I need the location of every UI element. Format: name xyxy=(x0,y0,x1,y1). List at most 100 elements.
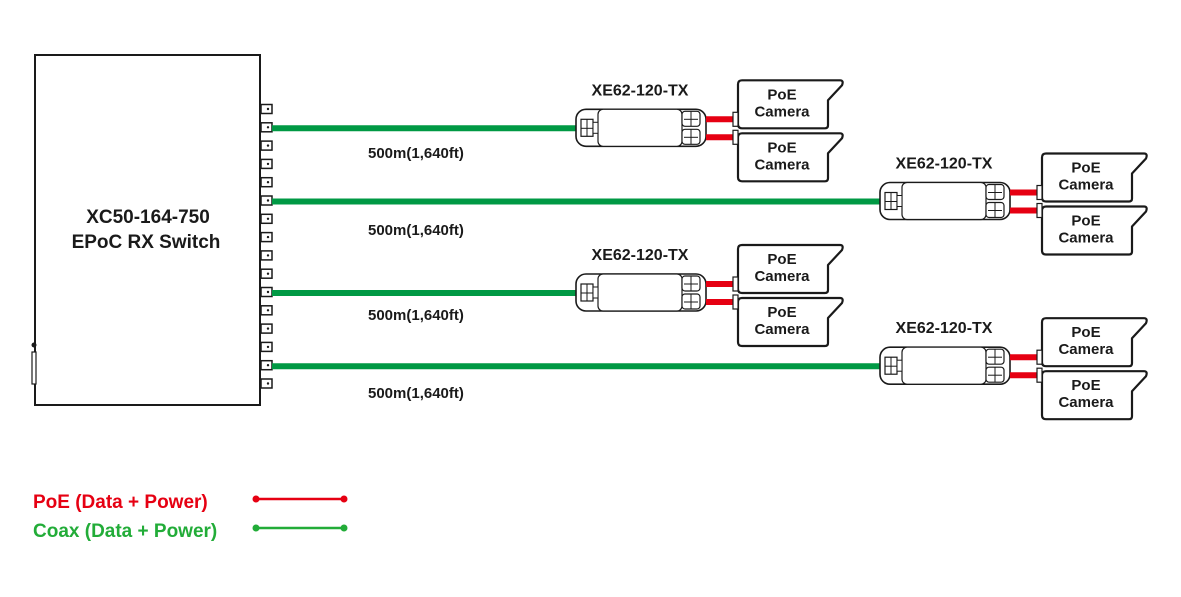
switch-port xyxy=(260,213,273,225)
camera-label-line1: PoE xyxy=(767,251,796,268)
camera-label-line1: PoE xyxy=(767,304,796,321)
distance-label: 500m(1,640ft) xyxy=(368,222,464,239)
switch-port-dot xyxy=(266,272,270,275)
legend-poe-dot-start xyxy=(252,495,260,503)
camera-plug xyxy=(1036,202,1043,219)
camera-label-line2: Camera xyxy=(1058,177,1114,194)
switch-port xyxy=(260,250,273,261)
switch-port-dot xyxy=(266,254,270,257)
switch-port-dot xyxy=(266,199,270,202)
switch-port-dot xyxy=(266,217,270,220)
coax-connector-nut xyxy=(592,121,599,134)
coax-connector-nut xyxy=(896,195,903,207)
switch-port xyxy=(260,231,273,243)
camera-label-line1: PoE xyxy=(1071,324,1100,341)
switch-ports xyxy=(260,103,273,389)
camera-body xyxy=(736,79,844,130)
transmitter-device xyxy=(575,108,707,148)
camera-plug xyxy=(1036,184,1043,201)
switch-port-dot xyxy=(266,162,270,166)
camera-plug xyxy=(732,111,739,127)
switch-model-label: XC50-164-750 xyxy=(86,207,210,228)
camera-label-line2: Camera xyxy=(1058,341,1114,358)
legend: PoE (Data + Power) Coax (Data + Power) xyxy=(33,492,348,542)
switch-port xyxy=(260,305,273,316)
transmitter-center-panel xyxy=(597,273,683,312)
switch-port-dot xyxy=(266,144,270,147)
camera-label-line1: PoE xyxy=(767,86,796,103)
switch-port xyxy=(260,359,273,371)
switch-port xyxy=(260,122,273,133)
switch-port xyxy=(260,195,273,206)
legend-coax-dot-start xyxy=(252,524,260,532)
switch-port-dot xyxy=(266,327,270,330)
switch-port-dot xyxy=(266,290,270,294)
switch-side-connector xyxy=(31,351,37,385)
transmitter-label: XE62-120-TX xyxy=(592,82,689,99)
transmitter-center-panel xyxy=(597,108,683,147)
switch-port xyxy=(260,323,273,334)
switch-port xyxy=(260,378,273,389)
transmitter-device xyxy=(879,181,1011,221)
switch-port xyxy=(260,158,273,170)
transmitter-label: XE62-120-TX xyxy=(896,156,993,173)
legend-poe-dot-end xyxy=(340,495,348,503)
camera-body xyxy=(736,243,844,295)
camera-body xyxy=(1040,152,1148,203)
camera-label-line1: PoE xyxy=(1071,160,1100,177)
distance-label: 500m(1,640ft) xyxy=(368,307,464,324)
transmitter-center-panel xyxy=(901,181,987,221)
switch-port-dot xyxy=(266,382,270,385)
legend-coax-dot-end xyxy=(340,524,348,532)
rx-switch: XC50-164-750 EPoC RX Switch xyxy=(31,54,273,406)
coax-connector-nut xyxy=(592,286,599,299)
transmitter-label: XE62-120-TX xyxy=(592,247,689,264)
transmitter-device xyxy=(575,273,707,312)
transmitter-label: XE62-120-TX xyxy=(896,320,993,337)
switch-name-label: EPoC RX Switch xyxy=(72,232,221,253)
switch-port-dot xyxy=(266,345,270,349)
switch-port xyxy=(260,268,273,279)
camera-label-line2: Camera xyxy=(754,103,810,120)
camera-label-line2: Camera xyxy=(1058,394,1114,411)
switch-port xyxy=(260,103,273,115)
camera-label-line2: Camera xyxy=(1058,230,1114,247)
camera-label-line1: PoE xyxy=(1071,213,1100,230)
switch-body xyxy=(34,54,261,406)
camera-plug xyxy=(732,129,739,145)
camera-body xyxy=(1040,317,1148,368)
transmitter-center-panel xyxy=(901,346,987,385)
switch-port-dot xyxy=(266,235,270,239)
legend-poe-label: PoE (Data + Power) xyxy=(33,492,208,513)
switch-port-dot xyxy=(266,181,270,184)
switch-port-dot xyxy=(266,107,270,111)
switch-side-knob xyxy=(31,342,37,348)
camera-plug xyxy=(1036,349,1043,365)
switch-port xyxy=(260,140,273,151)
camera-label-line1: PoE xyxy=(767,139,796,156)
switch-port-dot xyxy=(266,364,270,367)
camera-label-line1: PoE xyxy=(1071,377,1100,394)
camera-label-line2: Camera xyxy=(754,268,810,285)
switch-port-dot xyxy=(266,309,270,312)
camera-label-line2: Camera xyxy=(754,156,810,173)
switch-port-dot xyxy=(266,126,270,129)
coax-connector-nut xyxy=(896,359,903,372)
switch-port xyxy=(260,176,273,188)
distance-label: 500m(1,640ft) xyxy=(368,385,464,402)
legend-coax-label: Coax (Data + Power) xyxy=(33,521,217,542)
